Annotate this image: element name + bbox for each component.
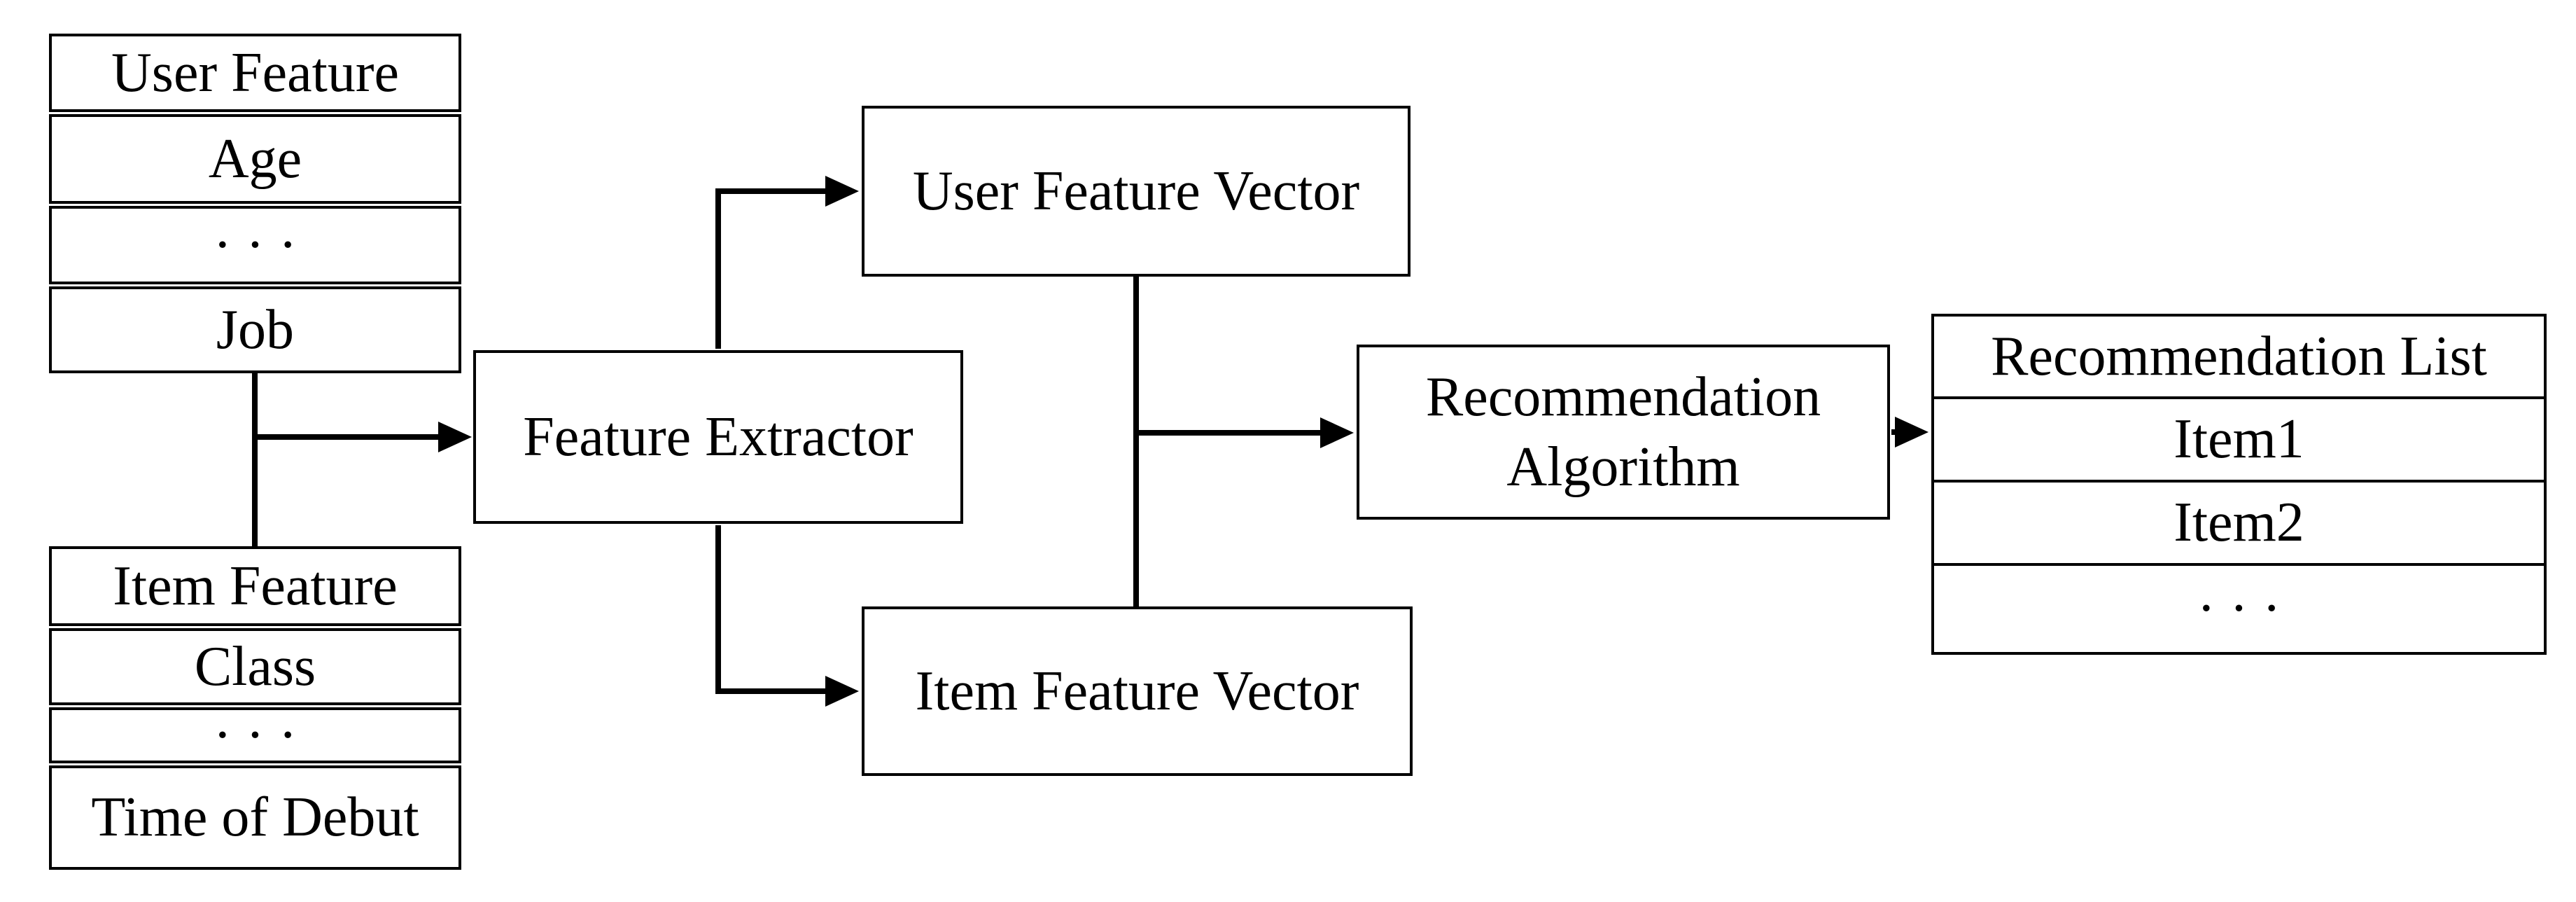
item-feature-row-ellipsis: · · · <box>49 705 461 766</box>
arrowhead-to-algorithm <box>1320 417 1354 448</box>
item-feature-row-class: Class <box>49 628 461 705</box>
arrowhead-to-extractor <box>438 422 472 452</box>
item-feature-header: Item Feature <box>49 546 461 626</box>
recommendation-list-table: Recommendation List Item1 Item2 · · · <box>1931 314 2547 655</box>
user-feature-row-job: Job <box>49 286 461 373</box>
user-feature-row-age: Age <box>49 114 461 204</box>
user-feature-row-ellipsis: · · · <box>49 206 461 284</box>
item-feature-vector-box: Item Feature Vector <box>862 606 1413 776</box>
user-feature-header: User Feature <box>49 34 461 112</box>
user-feature-vector-box: User Feature Vector <box>862 106 1410 277</box>
user-feature-table: User Feature Age · · · Job <box>49 34 461 373</box>
arrowhead-to-uservector <box>825 176 859 207</box>
recommendation-algorithm-box: Recommendation Algorithm <box>1357 345 1890 520</box>
connector-extractor-to-itemvector <box>715 525 827 694</box>
feature-extractor-box: Feature Extractor <box>473 350 963 524</box>
item-feature-table: Item Feature Class · · · Time of Debut <box>49 546 461 870</box>
item-feature-row-time-of-debut: Time of Debut <box>49 765 461 870</box>
arrowhead-to-list <box>1895 417 1928 447</box>
recommendation-list-header: Recommendation List <box>1991 325 2487 387</box>
recommendation-list-row-item1: Item1 <box>1934 396 2544 480</box>
recommendation-list-row-ellipsis: · · · <box>1934 563 2544 652</box>
connector-extractor-to-uservector <box>715 188 827 349</box>
arrowhead-to-itemvector <box>825 676 859 707</box>
recommendation-list-row-item2: Item2 <box>1934 480 2544 563</box>
